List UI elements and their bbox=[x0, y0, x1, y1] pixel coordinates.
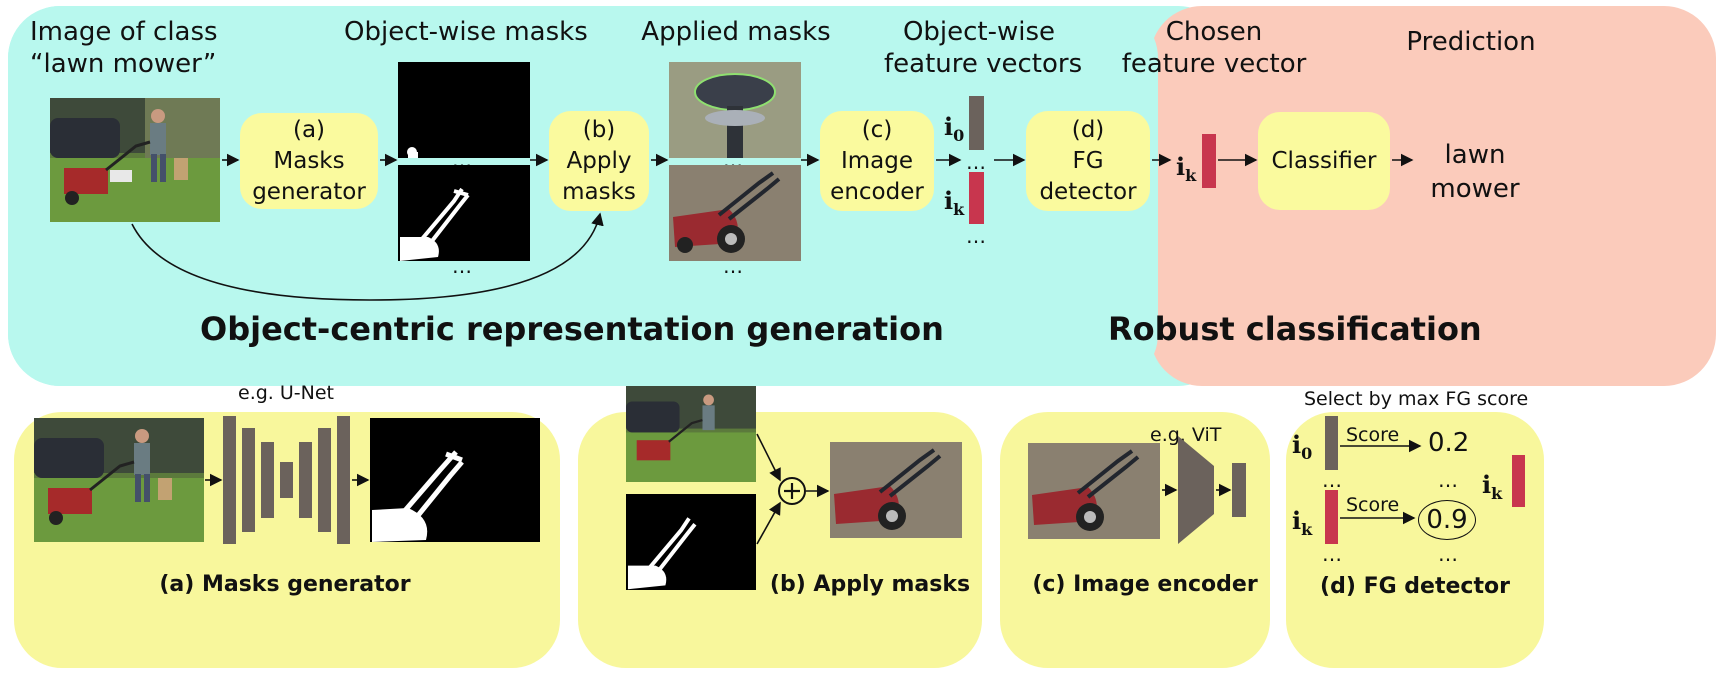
masks-generator-output-mask bbox=[370, 418, 540, 542]
encoder-input-image bbox=[1028, 443, 1160, 539]
representation-generation-title: Object-centric representation generation bbox=[200, 310, 944, 348]
unet-layer-1 bbox=[223, 416, 236, 544]
feature-ik-label: ik bbox=[944, 186, 965, 219]
prediction-label: Prediction bbox=[1406, 27, 1536, 57]
detector-i0-label: i0 bbox=[1292, 430, 1313, 463]
unet-layer-2 bbox=[242, 428, 255, 532]
unet-layer-7 bbox=[337, 416, 350, 544]
input-image-label: Image of class“lawn mower” bbox=[30, 17, 218, 79]
score-label-i0: Score bbox=[1346, 424, 1400, 446]
detector-ellipsis-4: … bbox=[1438, 542, 1459, 566]
feature-vector-i0 bbox=[969, 96, 984, 150]
image-encoder-title: (c) Image encoder bbox=[1032, 572, 1258, 597]
score-value-i0: 0.2 bbox=[1428, 428, 1470, 458]
object-mask-top bbox=[398, 62, 530, 158]
apply-masks-input-photo bbox=[626, 386, 756, 482]
detector-vector-i0 bbox=[1325, 416, 1338, 470]
detector-selected-ik-label: ik bbox=[1482, 470, 1503, 503]
detector-ik-label: ik bbox=[1292, 506, 1313, 539]
masks-ellipsis-bottom: … bbox=[452, 254, 473, 278]
masks-generator-input-photo bbox=[34, 418, 204, 542]
detector-ellipsis-3: … bbox=[1322, 542, 1343, 566]
unet-note: e.g. U-Net bbox=[238, 382, 334, 404]
detector-vector-ik bbox=[1325, 490, 1338, 544]
score-value-ik: 0.9 bbox=[1418, 500, 1476, 540]
select-note: Select by max FG score bbox=[1304, 388, 1529, 410]
applied-mask-lawnmower bbox=[669, 165, 801, 261]
feature-i0-label: i0 bbox=[944, 112, 965, 145]
robust-classification-panel bbox=[1150, 6, 1716, 386]
vit-note: e.g. ViT bbox=[1150, 424, 1222, 446]
detector-ellipsis-1: … bbox=[1322, 468, 1343, 492]
apply-masks-input-mask bbox=[626, 494, 756, 590]
input-photo bbox=[50, 98, 220, 222]
chosen-feature-vector bbox=[1202, 134, 1216, 188]
feature-vector-ik bbox=[969, 172, 984, 224]
classifier-box: Classifier bbox=[1258, 112, 1390, 210]
features-ellipsis: … bbox=[966, 150, 987, 174]
detector-ellipsis-2: … bbox=[1438, 468, 1459, 492]
plus-circle-icon bbox=[778, 477, 806, 505]
unet-layer-4 bbox=[280, 462, 293, 498]
unet-layer-6 bbox=[318, 428, 331, 532]
applied-mask-top bbox=[669, 62, 801, 158]
chosen-ik-label: ik bbox=[1176, 152, 1197, 185]
masks-generator-title: (a) Masks generator bbox=[159, 572, 411, 597]
applied-masks-label: Applied masks bbox=[641, 17, 831, 47]
detector-selected-vector bbox=[1512, 455, 1525, 507]
unet-layer-5 bbox=[299, 442, 312, 518]
apply-masks-output bbox=[830, 442, 962, 538]
vit-encoder-trapezoid bbox=[1178, 436, 1214, 544]
object-wise-masks-label: Object-wise masks bbox=[344, 17, 588, 47]
features-ellipsis-bottom: … bbox=[966, 224, 987, 248]
applied-ellipsis-bottom: … bbox=[723, 254, 744, 278]
object-mask-lawnmower bbox=[398, 165, 530, 261]
fg-detector-title: (d) FG detector bbox=[1320, 574, 1510, 599]
encoder-output-vector bbox=[1232, 463, 1246, 517]
score-label-ik: Score bbox=[1346, 494, 1400, 516]
unet-layer-3 bbox=[261, 442, 274, 518]
robust-classification-title: Robust classification bbox=[1108, 310, 1482, 348]
apply-masks-title: (b) Apply masks bbox=[769, 572, 971, 597]
